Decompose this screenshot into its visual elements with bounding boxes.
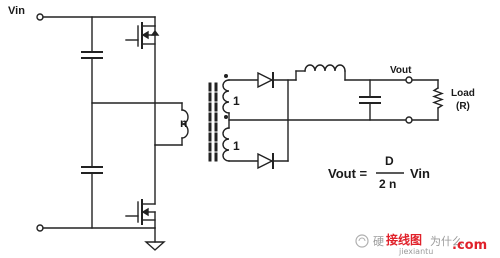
transformer-primary-winding: [181, 109, 189, 139]
secondary-top-turns-label: 1: [233, 94, 240, 108]
formula-numerator: D: [385, 154, 394, 168]
transformer-secondary-winding: [222, 74, 230, 162]
secondary-bottom-turns-label: 1: [233, 139, 240, 153]
vin-label: Vin: [8, 5, 25, 17]
watermark-tld: .com: [452, 238, 487, 253]
output-voltage-formula: Vout = D 2 n Vin: [328, 154, 430, 191]
watermark-logo-icon: [355, 234, 369, 248]
midpoint-wiring: [91, 102, 183, 146]
watermark-site-cn: 接线图: [386, 232, 422, 247]
formula-lhs: Vout =: [328, 166, 368, 181]
return-rail: [228, 116, 439, 124]
vout-label: Vout: [390, 65, 412, 76]
watermark-domain: jiexiantu: [398, 247, 433, 256]
watermark-suffix: 为什么: [430, 235, 463, 248]
primary-turns-label: n: [180, 116, 187, 130]
output-inductor: [295, 64, 407, 81]
transformer-core: [208, 82, 218, 164]
formula-denominator: 2 n: [379, 177, 396, 191]
watermark-prefix: 硬: [373, 235, 384, 248]
vin-terminal: [36, 13, 156, 21]
load-resistor: [432, 79, 444, 121]
lower-mosfet: [125, 144, 156, 229]
site-watermark: 硬 接线图 为什么 jiexiantu .com: [355, 232, 487, 256]
load-r-label: (R): [456, 101, 470, 112]
upper-mosfet: [125, 16, 160, 146]
ground-terminal: [36, 224, 156, 232]
ground-symbol: [144, 227, 166, 251]
output-capacitor: [359, 79, 381, 121]
load-label: Load: [451, 88, 475, 99]
vout-terminal: [405, 76, 439, 84]
capacitor-divider: [81, 16, 103, 229]
formula-rhs: Vin: [410, 166, 430, 181]
